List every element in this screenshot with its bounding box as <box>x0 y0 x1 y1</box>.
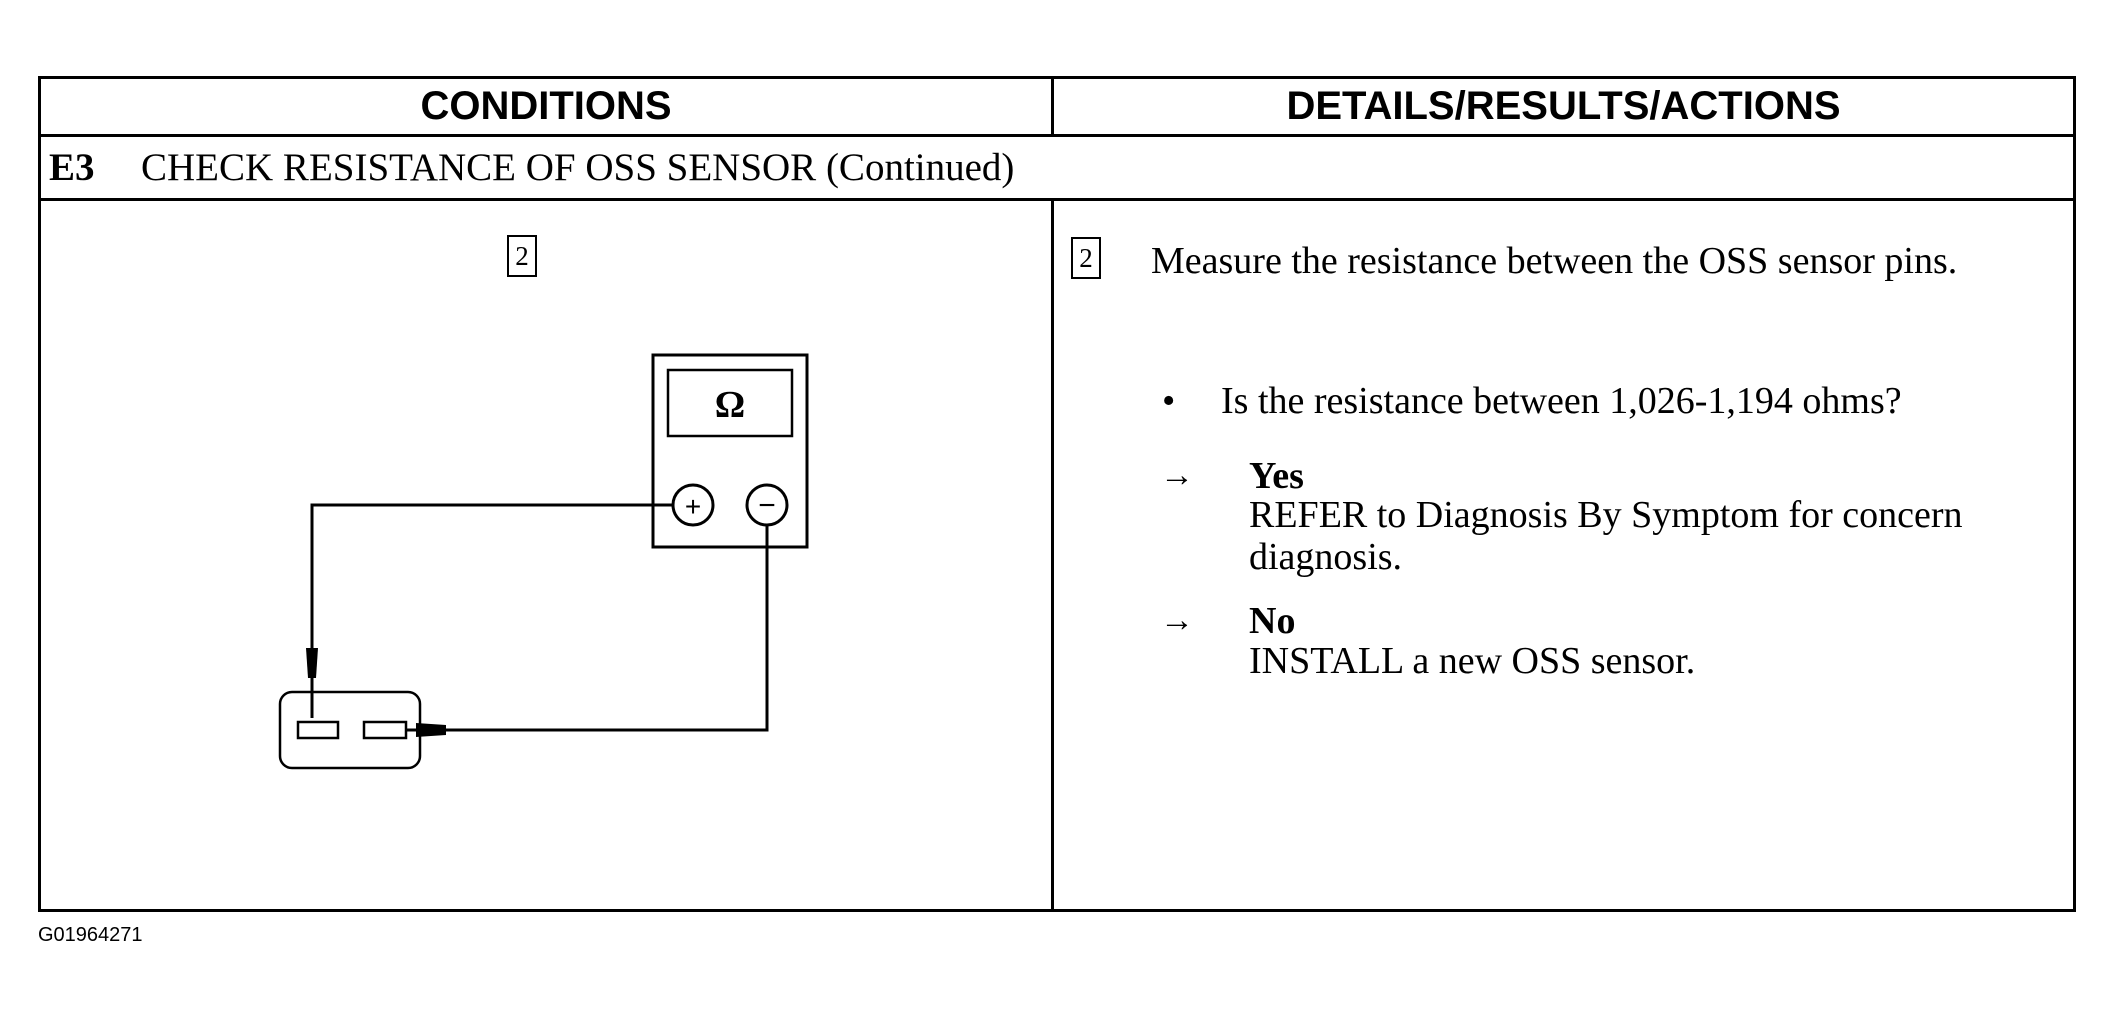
details-header: DETAILS/RESULTS/ACTIONS <box>1286 84 1841 128</box>
section-row: E3 CHECK RESISTANCE OF OSS SENSOR (Conti… <box>41 137 2073 201</box>
ohmmeter-body <box>651 353 809 549</box>
body-divider <box>1051 201 1054 909</box>
header-divider <box>1051 79 1054 134</box>
figure-id: G01964271 <box>38 924 143 946</box>
ohm-symbol: Ω <box>715 384 745 426</box>
section-title: CHECK RESISTANCE OF OSS SENSOR (Continue… <box>141 146 1015 189</box>
plus-symbol: + <box>685 491 701 522</box>
no-label: No <box>1249 600 1296 642</box>
no-action: INSTALL a new OSS sensor. <box>1249 640 1696 682</box>
table-header: CONDITIONS DETAILS/RESULTS/ACTIONS <box>41 79 2073 137</box>
sensor-pin-right <box>362 720 408 740</box>
oss-sensor-connector <box>278 690 422 770</box>
negative-probe-icon <box>416 723 446 737</box>
measure-instruction: Measure the resistance between the OSS s… <box>1151 240 1958 282</box>
diagnostic-table: CONDITIONS DETAILS/RESULTS/ACTIONS E3 CH… <box>38 76 2076 912</box>
left-step-number: 2 <box>507 235 537 277</box>
yes-action: REFER to Diagnosis By Symptom for concer… <box>1249 494 1963 578</box>
sensor-pin-left <box>296 720 340 740</box>
no-arrow-icon: → <box>1160 602 1194 639</box>
yes-arrow-icon: → <box>1160 457 1194 494</box>
positive-probe-icon <box>306 648 318 678</box>
right-step-number: 2 <box>1071 237 1101 279</box>
yes-label: Yes <box>1249 455 1304 497</box>
section-code: E3 <box>49 146 95 189</box>
resistance-question: Is the resistance between 1,026-1,194 oh… <box>1221 380 1902 422</box>
positive-lead <box>310 503 673 650</box>
negative-lead <box>416 525 769 732</box>
ohmmeter-display <box>666 368 794 438</box>
conditions-header: CONDITIONS <box>420 84 672 128</box>
minus-symbol: − <box>758 489 776 522</box>
ohmmeter-diagram: Ω + − <box>278 353 809 770</box>
bullet-icon: • <box>1162 380 1176 422</box>
